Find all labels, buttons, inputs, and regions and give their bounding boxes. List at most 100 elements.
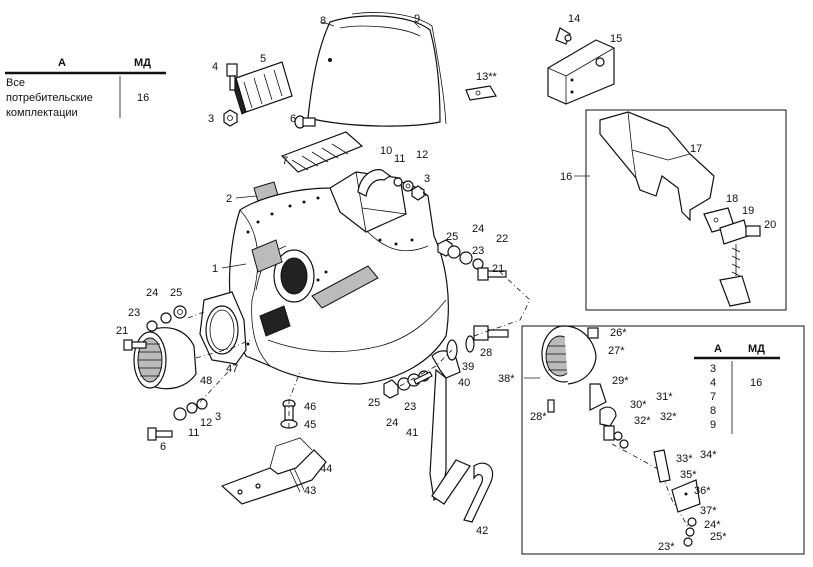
air-grille-lower — [280, 131, 364, 173]
engine-hood — [228, 171, 449, 385]
callout-39: 39 — [462, 361, 474, 373]
callout-40: 40 — [458, 377, 470, 389]
clip-13 — [465, 85, 497, 101]
hardware-pedal — [383, 370, 433, 399]
applicability-table-inset: А МД 3 4 7 8 9 16 — [694, 343, 780, 434]
callout-36: 36* — [694, 485, 711, 497]
inset-cell-a-0: 3 — [710, 363, 716, 375]
callout-43: 43 — [304, 485, 316, 497]
callout-23c: 23 — [404, 401, 416, 413]
inset-cell-a-4: 9 — [710, 419, 716, 431]
callout-46: 46 — [304, 401, 316, 413]
callout-23a: 23 — [128, 307, 140, 319]
callout-27: 27* — [608, 345, 625, 357]
callout-32a: 32* — [634, 415, 651, 427]
callout-labels: 1 2 3 3 3 4 5 6 6 7 8 9 10 11 11 12 12 1… — [116, 13, 776, 553]
callout-34: 34* — [700, 449, 717, 461]
callout-6a: 6 — [290, 113, 296, 125]
callout-10: 10 — [380, 145, 392, 157]
inset-cell-a-1: 4 — [710, 377, 716, 389]
callout-29: 29* — [612, 375, 629, 387]
mount-bracket-44 — [220, 437, 327, 505]
callout-21a: 21 — [116, 325, 128, 337]
callout-9: 9 — [414, 13, 420, 25]
callout-5: 5 — [260, 53, 266, 65]
callout-25c: 25 — [368, 397, 380, 409]
callout-7: 7 — [282, 155, 288, 167]
callout-44: 44 — [320, 463, 332, 475]
air-grille-upper — [231, 61, 293, 115]
headlight-left — [133, 327, 197, 390]
callout-26: 26* — [610, 327, 627, 339]
wing-nut-14 — [555, 27, 572, 45]
pedal-assembly — [429, 325, 509, 523]
callout-28: 28 — [480, 347, 492, 359]
callout-24d: 24* — [704, 519, 721, 531]
callout-17: 17 — [690, 143, 702, 155]
bracket-10 — [357, 169, 425, 201]
callout-14: 14 — [568, 13, 580, 25]
housing-15 — [547, 39, 615, 105]
callout-33: 33* — [676, 453, 693, 465]
applicability-table: А МД Все потребительские комплектации 16 — [5, 57, 166, 119]
bolt-4 — [226, 63, 238, 91]
callout-13: 13** — [476, 71, 498, 83]
callout-38: 38* — [498, 373, 515, 385]
inset-header-a: А — [714, 343, 722, 355]
hardware-right — [437, 239, 507, 281]
callout-12b: 12 — [200, 417, 212, 429]
callout-3c: 3 — [215, 411, 221, 423]
callout-48: 48 — [200, 375, 212, 387]
windshield — [307, 12, 447, 127]
callout-32b: 32* — [660, 411, 677, 423]
callout-31: 31* — [656, 391, 673, 403]
table-cell-a-line1: Все — [6, 77, 25, 89]
table-header-a: А — [58, 57, 66, 69]
nut-3-top — [223, 109, 238, 127]
callout-23b: 23 — [472, 245, 484, 257]
callout-21b: 21 — [492, 263, 504, 275]
hardware-left-lower — [147, 398, 208, 441]
callout-41: 41 — [406, 427, 418, 439]
callout-6b: 6 — [160, 441, 166, 453]
callout-18: 18 — [726, 193, 738, 205]
inset-box-16 — [585, 109, 787, 311]
table-cell-a-line3: комплектации — [6, 107, 78, 119]
inset-cell-a-3: 8 — [710, 405, 716, 417]
callout-42: 42 — [476, 525, 488, 537]
callout-24a: 24 — [146, 287, 158, 299]
callout-11a: 11 — [394, 153, 405, 165]
table-header-md: МД — [134, 57, 151, 69]
callout-28s: 28* — [530, 411, 547, 423]
inset-header-md: МД — [748, 343, 765, 355]
callout-4: 4 — [212, 61, 218, 73]
callout-20: 20 — [764, 219, 776, 231]
callout-45: 45 — [304, 419, 316, 431]
assembly-lines — [187, 187, 531, 428]
callout-2: 2 — [226, 193, 232, 205]
hardware-left-upper — [123, 305, 187, 351]
callout-30: 30* — [630, 399, 647, 411]
screw-6-top — [294, 115, 316, 129]
callout-22: 22 — [496, 233, 508, 245]
callout-35: 35* — [680, 469, 697, 481]
callout-47: 47 — [226, 363, 238, 375]
inset-cell-a-2: 7 — [710, 391, 716, 403]
callout-25d: 25* — [710, 531, 727, 543]
callout-37: 37* — [700, 505, 717, 517]
table-cell-md: 16 — [137, 92, 149, 104]
table-cell-a-line2: потребительские — [6, 92, 93, 104]
leader-lines — [221, 21, 590, 379]
callout-3a: 3 — [208, 113, 214, 125]
callout-11b: 11 — [188, 427, 199, 439]
callout-25b: 25 — [446, 231, 458, 243]
callout-1: 1 — [212, 263, 218, 275]
callout-8: 8 — [320, 15, 326, 27]
callout-24c: 24 — [386, 417, 398, 429]
callout-16: 16 — [560, 171, 572, 183]
callout-23d: 23* — [658, 541, 675, 553]
callout-25a: 25 — [170, 287, 182, 299]
inset-cell-md: 16 — [750, 377, 762, 389]
inset-box-38 — [521, 325, 805, 555]
